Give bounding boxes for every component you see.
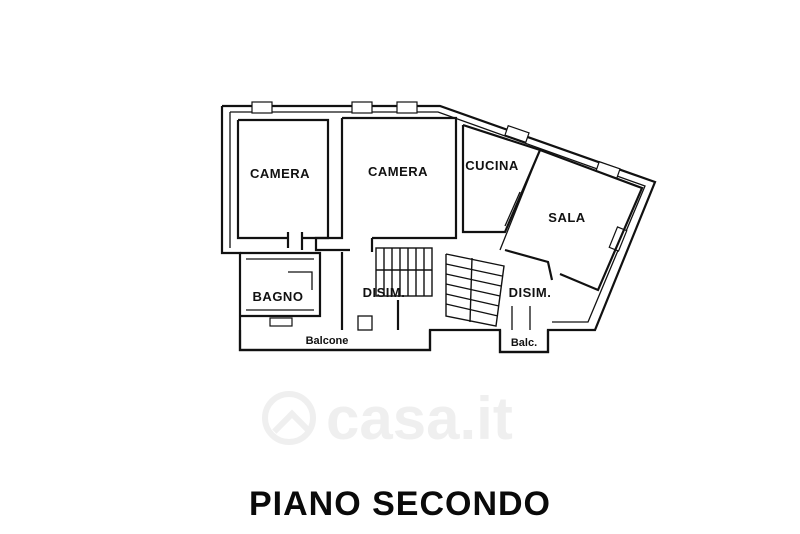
window-camera-left <box>251 101 273 114</box>
window-camera-center-2 <box>396 101 418 114</box>
label-cucina: CUCINA <box>465 158 519 173</box>
label-balc: Balc. <box>511 337 537 349</box>
label-bagno: BAGNO <box>253 289 304 304</box>
watermark: casa.it <box>262 378 542 458</box>
label-camera-left: CAMERA <box>250 166 310 181</box>
house-logo-icon <box>262 391 316 445</box>
label-balcone: Balcone <box>306 335 349 347</box>
label-disim-left: DISIM. <box>363 285 406 300</box>
window-cucina <box>504 124 530 144</box>
staircase <box>375 247 505 327</box>
floor-title: PIANO SECONDO <box>248 485 552 523</box>
watermark-text: casa.it <box>326 384 513 452</box>
label-sala: SALA <box>548 210 586 225</box>
label-disim-right: DISIM. <box>509 285 552 300</box>
interior-walls <box>236 116 644 354</box>
window-bagno <box>269 317 293 327</box>
label-camera-center: CAMERA <box>368 164 428 179</box>
window-camera-center <box>351 101 373 114</box>
